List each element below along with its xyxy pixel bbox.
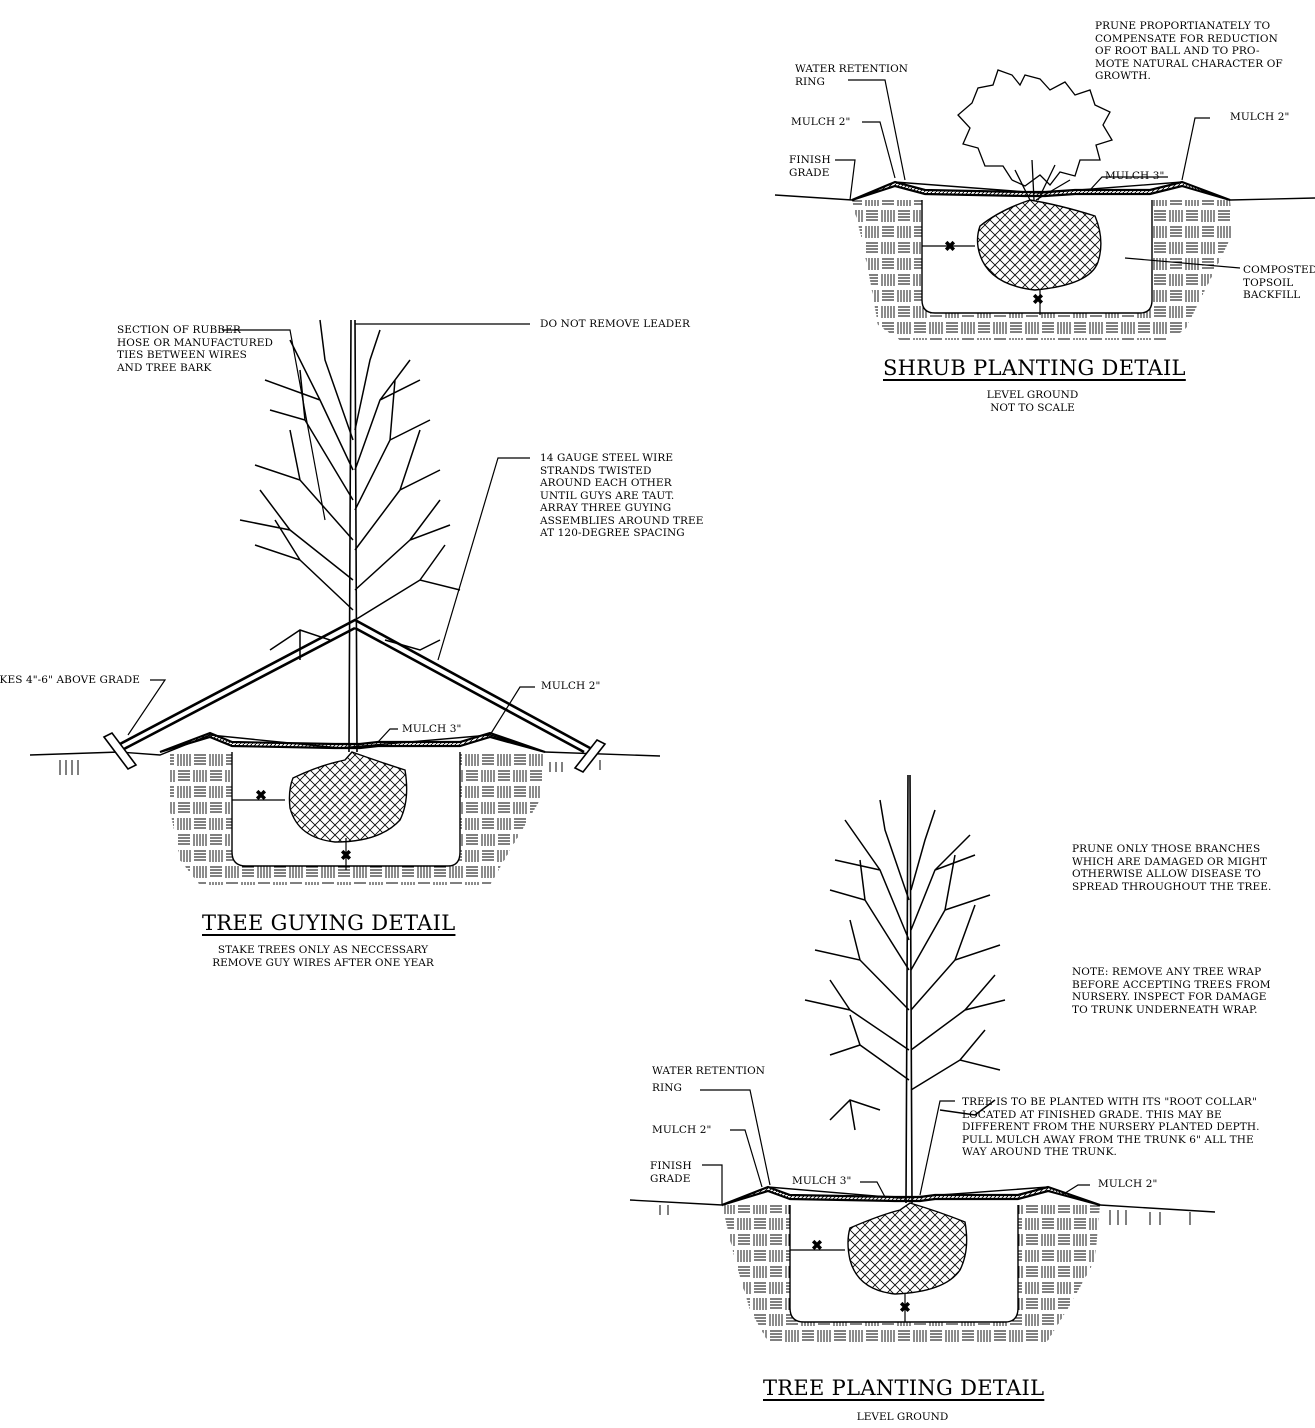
guying-branches [239,319,461,660]
planting-rootball [847,1202,968,1295]
guying-dimension-lines [232,799,347,870]
planting-prune-note: PRUNE ONLY THOSE BRANCHES WHICH ARE DAMA… [1072,843,1272,893]
shrub-mulch3-label: MULCH 3" [1105,170,1165,182]
guying-hose-note: SECTION OF RUBBER HOSE OR MANUFACTURED T… [117,324,274,374]
shrub-backfill-label: COMPOSTED TOPSOIL BACKFILL [1243,264,1315,301]
planting-title: TREE PLANTING DETAIL [763,1376,1045,1400]
guying-ground-strips [59,760,601,775]
guying-leader-note: DO NOT REMOVE LEADER [540,318,691,330]
planting-leaders [700,1089,1090,1205]
shrub-mulch2-left-label: MULCH 2" [791,116,851,128]
shrub-leaders [835,79,1241,269]
planting-mulch2-left-label: MULCH 2" [652,1124,712,1136]
planting-branches [804,799,1006,1131]
guying-soil [170,752,545,885]
guying-mulch3-label: MULCH 3" [402,723,462,735]
shrub-soil [852,200,1232,340]
guying-stake-right [573,738,607,774]
planting-dim-mark-bottom: ✖ [899,1300,911,1316]
planting-detail: ✖ ✖ [629,774,1216,1345]
planting-trunk [905,774,913,1204]
planting-mulch [721,1185,1101,1207]
guying-stake-left [102,731,138,771]
planting-soil [722,1205,1100,1345]
shrub-stems [1014,159,1071,201]
planting-dim-mark-side: ✖ [811,1238,823,1254]
guying-stake-note: STAKES 4"-6" ABOVE GRADE [0,674,141,686]
shrub-detail: ✖ ✖ [774,69,1315,340]
guying-dim-mark-bottom: ✖ [340,848,352,864]
guying-wire-note: 14 GAUGE STEEL WIRE STRANDS TWISTED AROU… [540,452,704,539]
guying-mulch [159,731,546,754]
planting-wrap-note: NOTE: REMOVE ANY TREE WRAP BEFORE ACCEPT… [1072,966,1271,1016]
shrub-prune-note: PRUNE PROPORTIANATELY TO COMPENSATE FOR … [1095,20,1283,82]
planting-ground-strips [659,1205,1191,1225]
shrub-subtitle: LEVEL GROUND NOT TO SCALE [986,389,1079,414]
shrub-title: SHRUB PLANTING DETAIL [883,356,1186,380]
shrub-dimension-lines [922,245,1041,315]
planting-mulch2-right-label: MULCH 2" [1098,1178,1158,1190]
guying-rootball [288,751,408,843]
guying-detail: ✖ ✖ [29,319,661,885]
shrub-water-ring-label: WATER RETENTION RING [795,63,909,88]
guying-subtitle: STAKE TREES ONLY AS NECCESSARY REMOVE GU… [212,944,434,969]
planting-mulch3-label: MULCH 3" [792,1175,852,1187]
shrub-mulch2-right-label: MULCH 2" [1230,111,1290,123]
guying-dim-mark-side: ✖ [255,788,267,804]
planting-dimension-lines [790,1249,906,1322]
guying-leaders [127,323,535,743]
guying-title: TREE GUYING DETAIL [202,911,456,935]
planting-subtitle: LEVEL GROUND [856,1411,949,1423]
shrub-finish-grade-label: FINISH GRADE [789,154,831,179]
shrub-mulch [851,180,1231,202]
planting-water-ring-label: WATER RETENTION RING [652,1065,766,1094]
guying-mulch2-label: MULCH 2" [541,680,601,692]
shrub-rootball [976,199,1102,291]
shrub-dim-mark-side: ✖ [944,239,956,255]
guying-wires [117,618,591,754]
planting-collar-note: TREE IS TO BE PLANTED WITH ITS "ROOT COL… [962,1096,1260,1158]
shrub-foliage [957,69,1113,187]
shrub-dim-mark-bottom: ✖ [1032,292,1044,308]
planting-finish-grade-label: FINISH GRADE [650,1160,692,1185]
